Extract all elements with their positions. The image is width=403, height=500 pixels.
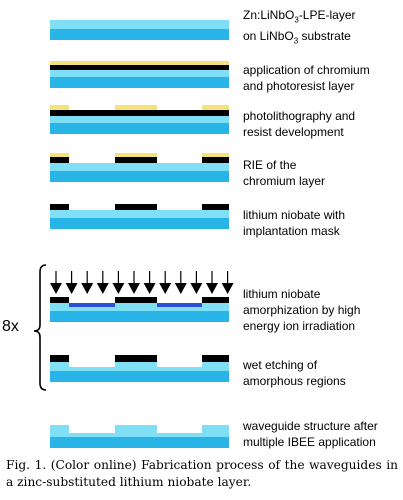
repeat-label: 8x (2, 318, 19, 335)
substrate (50, 311, 229, 322)
ion-arrow-head (221, 283, 234, 294)
step-5-graphic (50, 204, 229, 229)
substrate (50, 171, 229, 182)
photoresist-block (202, 105, 229, 110)
chromium-block (50, 204, 69, 210)
substrate (50, 77, 229, 88)
chromium-block (50, 355, 69, 362)
step-4-graphic (50, 153, 229, 182)
photoresist-block (50, 105, 69, 110)
lpe-layer (50, 303, 229, 311)
photoresist-block (202, 153, 229, 157)
chromium-layer (50, 65, 229, 70)
chromium-block (202, 204, 229, 210)
ion-arrows (50, 271, 234, 294)
substrate (50, 218, 229, 229)
ion-arrow-head (65, 283, 78, 294)
chromium-block (115, 355, 157, 362)
photoresist-block (115, 105, 157, 110)
amorphous-region (157, 303, 202, 307)
step-3-graphic (50, 105, 229, 134)
photoresist-layer (50, 61, 229, 65)
ion-arrow-head (112, 283, 125, 294)
chromium-block (202, 355, 229, 362)
step-7-graphic (50, 355, 229, 382)
substrate (50, 123, 229, 134)
lpe-layer (50, 210, 229, 218)
lpe-ridge (202, 362, 229, 367)
substrate (50, 29, 229, 40)
chromium-block (50, 297, 69, 303)
substrate (50, 437, 229, 448)
ion-arrow-head (50, 283, 62, 294)
lpe-ridge (50, 362, 69, 367)
lpe-layer (50, 116, 229, 123)
repeat-bracket (33, 264, 47, 391)
photoresist-block (115, 153, 157, 157)
ion-arrow-head (143, 283, 156, 294)
chromium-block (202, 297, 229, 303)
lpe-ridge (50, 425, 69, 433)
step-1-graphic (50, 20, 229, 40)
lpe-ridge (115, 362, 157, 367)
substrate (50, 371, 229, 382)
ion-arrow-head (174, 283, 187, 294)
lpe-layer (50, 70, 229, 77)
chromium-block (115, 297, 157, 303)
ion-arrow-head (96, 283, 109, 294)
figure-caption: Fig. 1. (Color online) Fabrication proce… (6, 458, 398, 489)
step-1-label: Zn:LiNbO3-LPE-layer on LiNbO3 substrate (243, 8, 356, 46)
lpe-layer (50, 433, 229, 437)
chromium-block (115, 204, 157, 210)
step-8-graphic (50, 425, 229, 448)
lpe-layer (50, 367, 229, 371)
ion-arrow-head (206, 283, 218, 294)
photoresist-block (50, 153, 69, 157)
ion-arrow-head (190, 283, 203, 294)
ion-arrow-head (81, 283, 94, 294)
ion-arrow-head (159, 283, 172, 294)
lpe-layer (50, 20, 229, 29)
ion-arrow-head (128, 283, 140, 294)
step-2-graphic (50, 61, 229, 88)
lpe-layer (50, 163, 229, 171)
lpe-ridge (202, 425, 229, 433)
chromium-layer (50, 110, 229, 116)
chromium-block (202, 157, 229, 163)
step-6-graphic (50, 271, 234, 322)
amorphous-region (69, 303, 115, 307)
chromium-block (50, 157, 69, 163)
chromium-block (115, 157, 157, 163)
lpe-ridge (115, 425, 157, 433)
